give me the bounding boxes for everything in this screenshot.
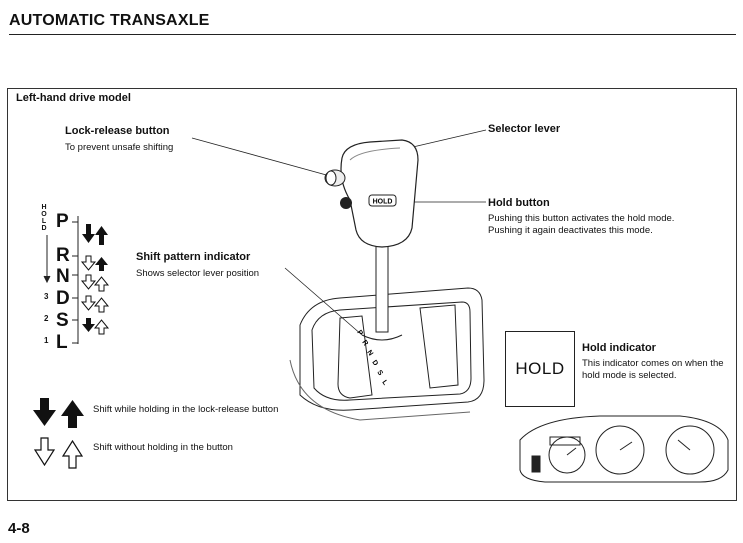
svg-text:N: N: [365, 349, 374, 357]
gear-p: P: [56, 211, 69, 232]
legend-solid-arrows-icon: [33, 398, 84, 428]
svg-text:D: D: [370, 359, 379, 367]
shift-pattern-desc: Shows selector lever position: [136, 268, 260, 279]
hold-gear-2: 2: [44, 314, 49, 323]
lock-release-title: Lock-release button: [65, 125, 170, 137]
arrow-s-l: [82, 318, 95, 332]
console-gear-indicator: P R N D S L: [355, 329, 389, 387]
instrument-cluster-illustration: [519, 415, 729, 483]
arrow-r-n: [80, 255, 97, 271]
gear-s: S: [56, 310, 69, 331]
lock-release-desc: To prevent unsafe shifting: [65, 142, 174, 153]
selector-lever-title: Selector lever: [488, 123, 561, 135]
shift-arrows-column: [80, 224, 110, 335]
hold-gear-1: 1: [44, 336, 49, 345]
page-number: 4-8: [8, 520, 30, 537]
gear-n: N: [56, 266, 70, 287]
arrow-s-l-up: [93, 319, 110, 335]
arrow-d-s: [80, 295, 110, 313]
arrow-r-n-up: [95, 257, 108, 271]
legend-hold-text: Shift while holding in the lock-release …: [93, 404, 279, 415]
svg-text:S: S: [375, 369, 384, 377]
selector-lever-knob: [340, 139, 419, 248]
svg-text:L: L: [380, 379, 389, 387]
hold-indicator-title: Hold indicator: [582, 342, 656, 354]
arrow-n-d: [80, 274, 110, 292]
svg-text:P: P: [355, 329, 364, 337]
hold-indicator-display: HOLD: [505, 331, 575, 407]
lock-release-button-icon: [324, 169, 346, 187]
figure-frame: [7, 88, 737, 501]
model-label: Left-hand drive model: [16, 92, 131, 104]
gear-r: R: [56, 245, 70, 266]
hold-side-label-text: HOLD: [41, 204, 47, 232]
cluster-hold-lamp: [531, 455, 541, 473]
hold-indicator-desc: This indicator comes on when the hold mo…: [582, 358, 724, 381]
page-title: AUTOMATIC TRANSAXLE: [9, 12, 210, 29]
hold-button-desc: Pushing this button activates the hold m…: [488, 213, 675, 236]
title-divider: [9, 34, 736, 35]
legend-free-text: Shift without holding in the button: [93, 442, 233, 453]
knob-hold-label: HOLD: [373, 199, 393, 206]
svg-text:R: R: [360, 339, 369, 347]
lock-release-leader: [191, 137, 331, 177]
shift-pattern-panel: [43, 216, 79, 344]
console-illustration: [289, 287, 485, 421]
hold-button-title: Hold button: [488, 197, 550, 209]
hold-button-icon: HOLD: [340, 194, 397, 209]
hold-gear-3: 3: [44, 292, 49, 301]
arrow-p-r: [82, 224, 108, 245]
gear-l: L: [56, 332, 68, 353]
shift-pattern-title: Shift pattern indicator: [136, 251, 251, 263]
gear-d: D: [56, 288, 70, 309]
hold-side-label: HOLD: [40, 204, 48, 232]
legend-outline-arrows-icon: [33, 437, 84, 469]
